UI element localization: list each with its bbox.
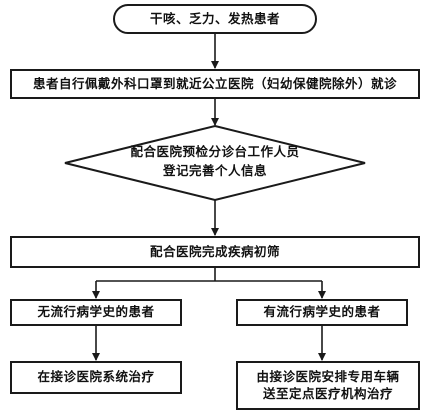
- visit-step-label: 患者自行佩戴外科口罩到就近公立医院（妇幼保健院除外）就诊: [32, 75, 397, 91]
- outcome-local-treatment-label: 在接诊医院系统治疗: [37, 369, 155, 385]
- start-node-label: 干咳、乏力、发热患者: [149, 10, 280, 26]
- screening-step-box: 配合医院完成疾病初筛: [10, 236, 420, 268]
- screening-step-label: 配合医院完成疾病初筛: [149, 243, 280, 259]
- register-diamond-label: 配合医院预检分诊台工作人员 登记完善个人信息: [110, 137, 320, 187]
- outcome-designated-line-1: 由接诊医院安排专用车辆: [256, 368, 400, 384]
- outcome-local-treatment-box: 在接诊医院系统治疗: [10, 361, 182, 394]
- register-line-2: 登记完善个人信息: [162, 163, 267, 178]
- register-line-1: 配合医院预检分诊台工作人员: [130, 144, 300, 160]
- branch-no-history-label: 无流行病学史的患者: [37, 304, 155, 320]
- outcome-designated-treatment-box: 由接诊医院安排专用车辆 送至定点医疗机构治疗: [236, 361, 420, 410]
- visit-step-box: 患者自行佩戴外科口罩到就近公立医院（妇幼保健院除外）就诊: [10, 69, 420, 99]
- branch-with-history-box: 有流行病学史的患者: [236, 299, 408, 326]
- start-node: 干咳、乏力、发热患者: [113, 4, 317, 34]
- branch-no-history-box: 无流行病学史的患者: [10, 299, 182, 326]
- outcome-designated-line-2: 送至定点医疗机构治疗: [262, 385, 393, 401]
- branch-with-history-label: 有流行病学史的患者: [263, 304, 381, 320]
